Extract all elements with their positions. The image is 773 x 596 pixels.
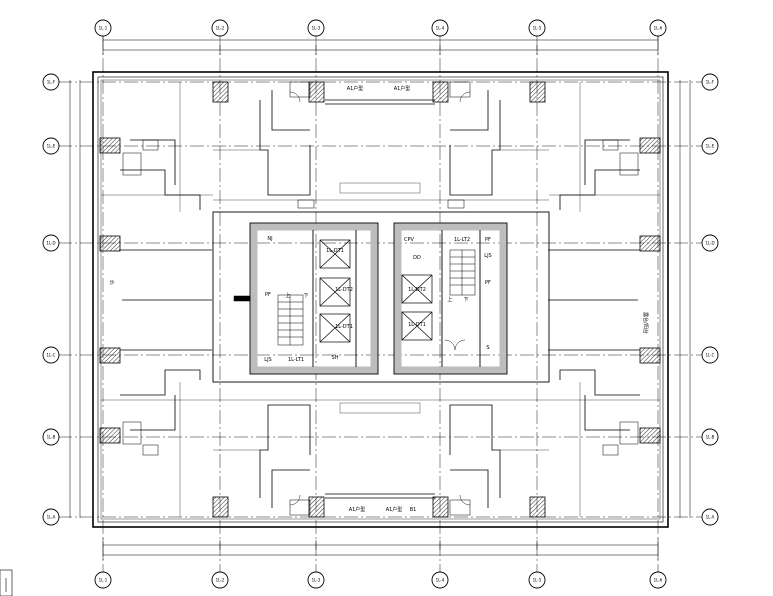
axis-bubble-top-label: 1L-4 <box>436 26 445 31</box>
axis-bubble-left: 1L-A <box>42 508 60 526</box>
top-door-label-2: A1户型 <box>394 85 411 92</box>
axis-bubble-right-label: 1L-A <box>706 515 715 520</box>
s-label: S <box>486 345 489 351</box>
exterior-walls <box>92 71 669 528</box>
fixtures <box>122 81 639 516</box>
axis-bubble-top-label: 1L-6 <box>654 26 663 31</box>
interior-detail-lines <box>101 82 660 517</box>
axis-bubble-bottom: 1L-2 <box>211 571 229 589</box>
axis-bubble-left-label: 1L-B <box>47 435 56 440</box>
axis-bubble-left-label: 1L-A <box>47 515 56 520</box>
axis-bubble-top-label: 1L-3 <box>312 26 321 31</box>
axis-bubbles-bottom: 1L-1 1L-2 1L-3 1L-4 1L-5 1L-6 <box>94 571 667 589</box>
axis-bubble-top-label: 1L-1 <box>99 26 108 31</box>
lift-label-4: 1L-DT2 <box>408 287 426 293</box>
left-wing-label: 沙 <box>109 280 114 286</box>
axis-bubble-bottom-label: 1L-2 <box>216 578 225 583</box>
axis-bubble-bottom: 1L-3 <box>307 571 325 589</box>
axis-bubble-right-label: 1L-C <box>706 353 715 358</box>
axis-bubble-bottom-label: 1L-3 <box>312 578 321 583</box>
apartment-partitions <box>120 90 640 508</box>
elevator-shafts <box>319 239 433 343</box>
axis-bubble-top: 1L-6 <box>649 19 667 37</box>
axis-bubbles-right: 1L-F 1L-E 1L-D 1L-C 1L-B 1L-A <box>701 73 719 526</box>
side-dimension-lines <box>69 80 691 518</box>
axis-bubble-left: 1L-D <box>42 234 60 252</box>
axis-bubble-top: 1L-3 <box>307 19 325 37</box>
axis-bubble-right: 1L-D <box>701 234 719 252</box>
core-label-cpv: CPV <box>404 237 415 243</box>
pf-label-left: PF <box>265 292 271 298</box>
core-label-left-bottom: 1L-LT1 <box>288 357 304 363</box>
axis-bubble-right: 1L-C <box>701 346 719 364</box>
axis-bubble-left-label: 1L-F <box>47 80 56 85</box>
axis-bubble-bottom-label: 1L-1 <box>99 578 108 583</box>
structural-columns <box>99 81 661 518</box>
axis-bubble-bottom-label: 1L-6 <box>654 578 663 583</box>
bottom-door-label-1: A1户型 <box>349 506 366 513</box>
stair-down-right: 下 <box>463 297 468 303</box>
axis-bubble-right: 1L-A <box>701 508 719 526</box>
axis-bubble-top: 1L-1 <box>94 19 112 37</box>
stair-up-right: 上 <box>447 296 452 303</box>
bottom-door-label-3: B1 <box>410 507 417 513</box>
lift-label-sh: SH <box>332 355 339 361</box>
axis-bubble-left-label: 1L-D <box>46 241 55 246</box>
corner-mark <box>0 569 13 596</box>
axis-bubble-right-label: 1L-E <box>706 144 715 149</box>
lift-label-5: 1L-DT1 <box>408 322 426 328</box>
top-door-label-1: A1户型 <box>347 85 364 92</box>
axis-bubble-left: 1L-E <box>42 137 60 155</box>
axis-bubble-bottom: 1L-4 <box>431 571 449 589</box>
lift-label-2: 1L-DT2 <box>335 287 353 293</box>
axis-bubble-left: 1L-B <box>42 428 60 446</box>
bottom-door-label-2: A1户型 <box>386 506 403 513</box>
lift-label-1: 1L-DT1 <box>326 248 344 254</box>
stair-down-left: 下 <box>303 293 308 299</box>
axis-bubble-right: 1L-F <box>701 73 719 91</box>
top-dimension-lines <box>102 35 659 55</box>
bottom-dimension-lines <box>102 538 659 560</box>
pf-label-mid: PF <box>485 280 491 286</box>
lift-label-3: 1L-DT1 <box>335 324 353 330</box>
axis-grid-lines <box>58 36 706 572</box>
dd-label: DD <box>413 255 421 261</box>
axis-bubble-right: 1L-B <box>701 428 719 446</box>
stairs-right <box>449 249 476 296</box>
core-label-ljs-right: LJS <box>484 253 491 259</box>
stair-up-left: 上 <box>285 292 290 299</box>
core-walls <box>250 223 507 374</box>
axis-bubble-bottom: 1L-6 <box>649 571 667 589</box>
right-wing-label: 露台/阳台 <box>642 312 649 334</box>
axis-bubble-bottom-label: 1L-4 <box>436 578 445 583</box>
pf-label-top: PF <box>485 237 491 243</box>
axis-bubble-top-label: 1L-5 <box>533 26 542 31</box>
room-labels: A1户型 A1户型 A1户型 A1户型 B1 NJ 1L-LT1 LJS 1L-… <box>109 85 649 513</box>
axis-bubbles-left: 1L-F 1L-E 1L-D 1L-C 1L-B 1L-A <box>42 73 60 526</box>
stairs-left <box>277 294 304 346</box>
axis-bubble-top: 1L-4 <box>431 19 449 37</box>
axis-bubble-bottom: 1L-5 <box>528 571 546 589</box>
axis-bubble-left-label: 1L-E <box>47 144 56 149</box>
axis-bubble-top: 1L-5 <box>528 19 546 37</box>
axis-bubble-bottom-label: 1L-5 <box>533 578 542 583</box>
axis-bubble-right-label: 1L-B <box>706 435 715 440</box>
axis-bubble-top: 1L-2 <box>211 19 229 37</box>
axis-bubble-right-label: 1L-F <box>706 80 715 85</box>
axis-bubble-left-label: 1L-C <box>47 353 56 358</box>
door-swings <box>289 91 471 506</box>
axis-bubbles-top: 1L-1 1L-2 1L-3 1L-4 1L-5 1L-6 <box>94 19 667 37</box>
axis-bubble-top-label: 1L-2 <box>216 26 225 31</box>
axis-bubble-right-label: 1L-D <box>705 241 714 246</box>
core-label-ljs: LJS <box>264 357 271 363</box>
axis-bubble-left: 1L-C <box>42 346 60 364</box>
core-label-right-top: 1L-LT2 <box>454 237 470 243</box>
core-label-nj: NJ <box>267 236 272 242</box>
axis-bubble-left: 1L-F <box>42 73 60 91</box>
axis-bubble-bottom: 1L-1 <box>94 571 112 589</box>
axis-bubble-right: 1L-E <box>701 137 719 155</box>
